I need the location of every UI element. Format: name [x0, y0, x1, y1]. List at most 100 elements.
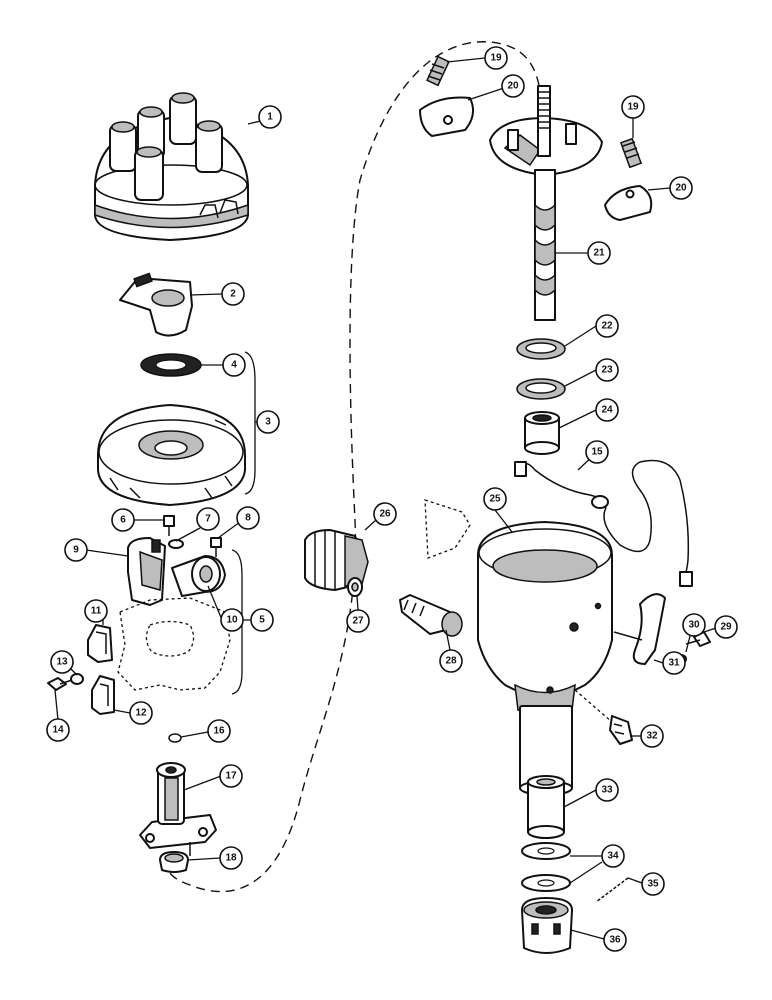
callout-label: 23 [601, 365, 613, 376]
lower-bushing [527, 775, 565, 839]
callout-18: 18 [219, 846, 243, 870]
callout-label: 24 [601, 405, 613, 416]
gear-washers [521, 842, 571, 892]
callout-label: 9 [73, 545, 79, 556]
leader-lines [54, 57, 717, 940]
screw-14 [47, 677, 73, 691]
plug [159, 851, 189, 873]
condenser [171, 555, 226, 597]
bracket-3 [244, 351, 256, 495]
oiler-fitting [399, 594, 463, 637]
callout-30: 30 [682, 613, 706, 637]
callout-label: 17 [225, 771, 237, 782]
callout-label: 8 [245, 513, 251, 524]
roll-pin [595, 877, 629, 903]
callout-label: 11 [91, 606, 102, 617]
callout-17: 17 [219, 764, 243, 788]
callout-label: 1 [267, 112, 273, 123]
washer-7 [168, 539, 184, 549]
callout-26: 26 [373, 502, 397, 526]
callout-1: 1 [258, 105, 282, 129]
advance-spring [426, 55, 450, 87]
callout-label: 26 [379, 509, 391, 520]
callout-label: 16 [213, 726, 225, 737]
callout-label: 21 [593, 248, 605, 259]
callout-8: 8 [236, 506, 260, 530]
drive-coupling [521, 897, 573, 954]
callout-label: 14 [52, 725, 64, 736]
distributor-cap [94, 92, 249, 241]
callout-label: 27 [352, 616, 364, 627]
callout-label: 33 [601, 785, 613, 796]
distributor-shaft [489, 85, 603, 321]
callout-32: 32 [640, 724, 664, 748]
callout-29: 29 [714, 615, 738, 639]
callout-label: 25 [489, 494, 501, 505]
callout-20-right: 20 [669, 176, 693, 200]
snap-ring [168, 733, 182, 743]
breaker-screw [163, 515, 175, 536]
callout-14: 14 [46, 718, 70, 742]
callout-23: 23 [595, 358, 619, 382]
callout-19-left: 19 [484, 46, 508, 70]
callout-31: 31 [662, 651, 686, 675]
felt-washer [140, 353, 202, 377]
callout-label: 13 [56, 657, 68, 668]
callout-label: 7 [205, 514, 211, 525]
clip-12 [91, 675, 115, 715]
callout-label: 32 [646, 731, 658, 742]
callout-20-left: 20 [501, 74, 525, 98]
primary-lead-wire [514, 459, 693, 587]
dust-shield [97, 404, 246, 506]
callout-24: 24 [595, 398, 619, 422]
distributor-housing [424, 499, 613, 796]
callout-label: 31 [668, 658, 680, 669]
callout-label: 18 [225, 853, 237, 864]
oil-fitting [574, 689, 633, 745]
callout-label: 36 [609, 935, 621, 946]
callout-label: 19 [490, 53, 502, 64]
callout-label: 2 [230, 289, 236, 300]
callout-19-right: 19 [621, 95, 645, 119]
callout-10: 10 [220, 608, 244, 632]
condenser-screw [210, 537, 222, 557]
callout-label: 35 [647, 879, 659, 890]
callout-4: 4 [222, 353, 246, 377]
callout-label: 10 [226, 615, 238, 626]
callout-label: 6 [120, 515, 126, 526]
callout-label: 20 [675, 183, 687, 194]
fitting-washer [347, 577, 363, 597]
callout-11: 11 [84, 599, 108, 623]
cap-clip [613, 593, 666, 665]
clip-11 [87, 624, 113, 663]
callout-label: 19 [627, 102, 639, 113]
callout-label: 29 [720, 622, 732, 633]
lock-washer [70, 673, 84, 685]
callout-label: 30 [688, 620, 700, 631]
callout-7: 7 [196, 507, 220, 531]
breaker-plate-outline [117, 597, 231, 691]
adaptor-fitting [304, 529, 369, 591]
bushing [524, 411, 560, 455]
callout-15: 15 [585, 440, 609, 464]
breaker-points [127, 537, 166, 606]
callout-6: 6 [111, 508, 135, 532]
callout-36: 36 [603, 928, 627, 952]
callout-16: 16 [207, 719, 231, 743]
callout-34: 34 [601, 844, 625, 868]
callout-3: 3 [256, 410, 280, 434]
hold-down-mount [139, 762, 217, 856]
callout-22: 22 [595, 314, 619, 338]
callout-2: 2 [221, 282, 245, 306]
thrust-washer [516, 338, 566, 360]
callout-35: 35 [641, 872, 665, 896]
advance-spring-right [619, 137, 643, 169]
callout-label: 20 [507, 81, 519, 92]
callout-label: 4 [231, 360, 237, 371]
callout-33: 33 [595, 778, 619, 802]
callout-label: 3 [265, 417, 271, 428]
callout-label: 5 [259, 615, 265, 626]
callout-12: 12 [129, 701, 153, 725]
callout-label: 15 [591, 447, 603, 458]
callout-label: 12 [135, 708, 147, 719]
